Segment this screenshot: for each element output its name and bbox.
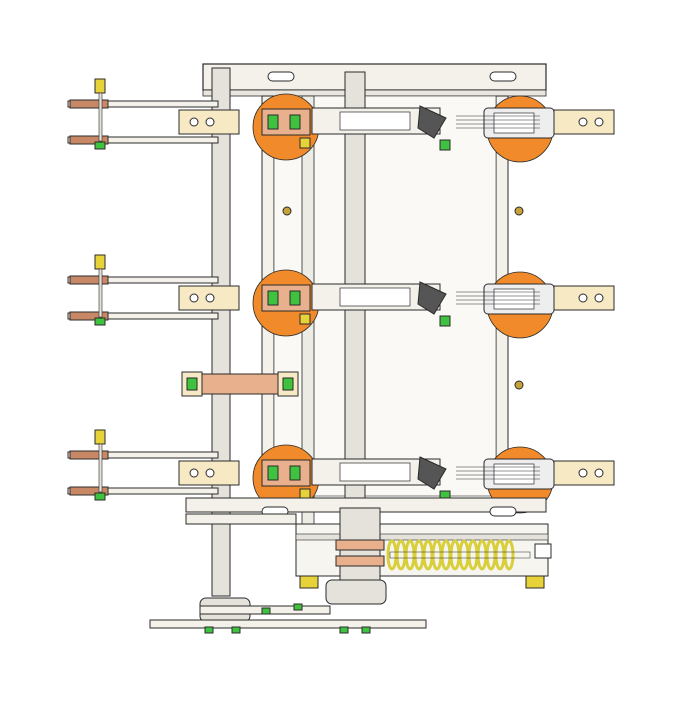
terminal-pad bbox=[553, 109, 615, 135]
spring-rod bbox=[389, 551, 531, 559]
terminal-hole bbox=[594, 117, 604, 127]
busbar-clamp bbox=[181, 371, 299, 397]
blade-tip bbox=[417, 281, 447, 315]
nut-icon bbox=[94, 254, 106, 270]
bolt bbox=[98, 92, 103, 142]
terminal-hole bbox=[594, 468, 604, 478]
terminal-hole bbox=[189, 293, 199, 303]
cable-lug bbox=[67, 136, 219, 144]
cable-lug bbox=[67, 451, 219, 459]
phase-assembly-bottom bbox=[67, 429, 615, 514]
nut-icon bbox=[289, 290, 301, 306]
nut-icon bbox=[94, 141, 106, 150]
bolt bbox=[98, 443, 103, 493]
bolt bbox=[98, 268, 103, 318]
lug-end bbox=[69, 99, 109, 109]
phase-assembly-top bbox=[67, 78, 615, 163]
compression-spring bbox=[386, 539, 531, 571]
nut-icon bbox=[94, 317, 106, 326]
terminal-hole bbox=[594, 293, 604, 303]
cable-lug bbox=[67, 276, 219, 284]
cable-lug bbox=[67, 487, 219, 495]
nut-icon bbox=[299, 137, 311, 149]
nut-icon bbox=[289, 465, 301, 481]
terminal-hole bbox=[189, 117, 199, 127]
lug-end bbox=[69, 135, 109, 145]
nut-icon bbox=[94, 492, 106, 501]
terminal-hole bbox=[578, 117, 588, 127]
blade-window bbox=[339, 462, 411, 482]
nut-icon bbox=[267, 290, 279, 306]
cable-lug bbox=[67, 312, 219, 320]
blade-window bbox=[339, 111, 411, 131]
lug-end bbox=[69, 450, 109, 460]
phase-assemblies bbox=[67, 78, 615, 514]
blade-tip bbox=[417, 456, 447, 490]
lug-end bbox=[69, 311, 109, 321]
nut-icon bbox=[94, 429, 106, 445]
nut-icon bbox=[94, 78, 106, 94]
terminal-pad bbox=[553, 285, 615, 311]
phase-assembly-middle bbox=[67, 254, 615, 339]
lug-end bbox=[69, 486, 109, 496]
spring-coil bbox=[503, 539, 515, 571]
terminal-hole bbox=[189, 468, 199, 478]
terminal-hole bbox=[205, 117, 215, 127]
terminal-hole bbox=[578, 468, 588, 478]
nut-icon bbox=[439, 139, 451, 151]
cable-lug bbox=[67, 100, 219, 108]
blade-window bbox=[339, 287, 411, 307]
terminal-hole bbox=[205, 293, 215, 303]
nut-icon bbox=[267, 114, 279, 130]
top-mounting-plate bbox=[202, 63, 547, 97]
blade-tip bbox=[417, 105, 447, 139]
terminal-hole bbox=[578, 293, 588, 303]
terminal-hole bbox=[205, 468, 215, 478]
base-plate bbox=[149, 603, 427, 634]
nut-icon bbox=[267, 465, 279, 481]
nut-icon bbox=[299, 313, 311, 325]
lug-end bbox=[69, 275, 109, 285]
nut-icon bbox=[439, 315, 451, 327]
operating-mechanism bbox=[185, 497, 552, 623]
nut-icon bbox=[289, 114, 301, 130]
